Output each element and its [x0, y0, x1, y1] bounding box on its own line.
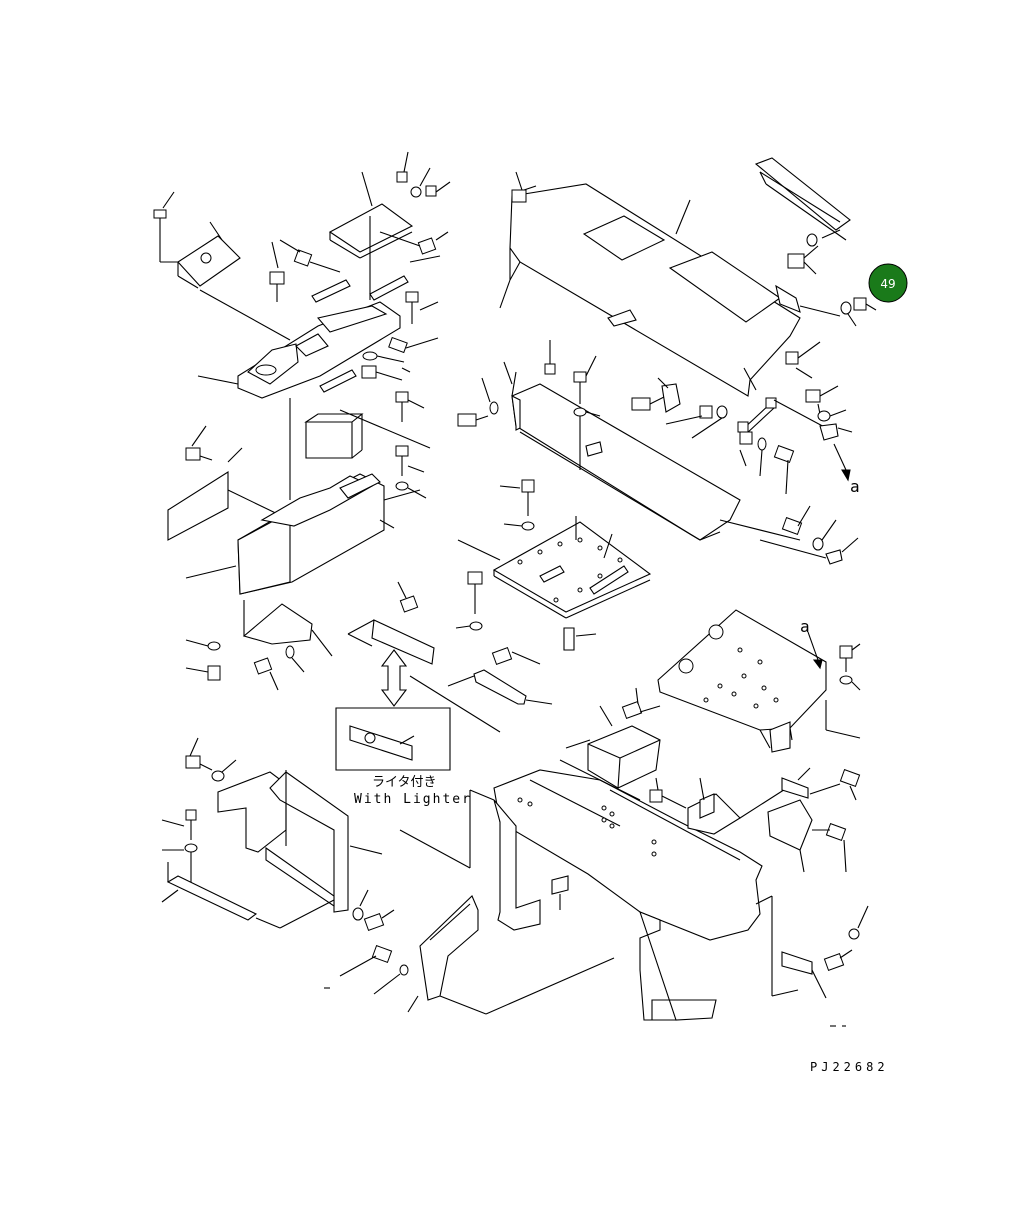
callout-badge[interactable]: 49: [869, 264, 907, 302]
callout-circle[interactable]: [869, 264, 907, 302]
side-floor-panel-assembly: a: [658, 610, 860, 752]
floor-plate-assembly: [448, 480, 650, 704]
main-frame-assembly: [400, 688, 868, 1026]
lower-side-frame-assembly: [162, 738, 614, 1014]
drawing-code: PJ22682: [810, 1060, 889, 1074]
inset-label-jp: ライタ付き: [372, 775, 436, 790]
ref-letter-a-top: a: [850, 477, 860, 496]
inset-label-en: With Lighter: [354, 792, 472, 807]
cross-beam-assembly: a: [458, 340, 860, 564]
console-frame-assembly: [154, 152, 450, 500]
callout-number[interactable]: 49: [880, 277, 895, 291]
console-box-assembly: [168, 392, 430, 690]
dashboard-cover-assembly: [500, 158, 876, 396]
lighter-plate-assembly: ライタ付き With Lighter: [336, 582, 500, 807]
ref-letter-a-bottom: a: [800, 617, 810, 636]
